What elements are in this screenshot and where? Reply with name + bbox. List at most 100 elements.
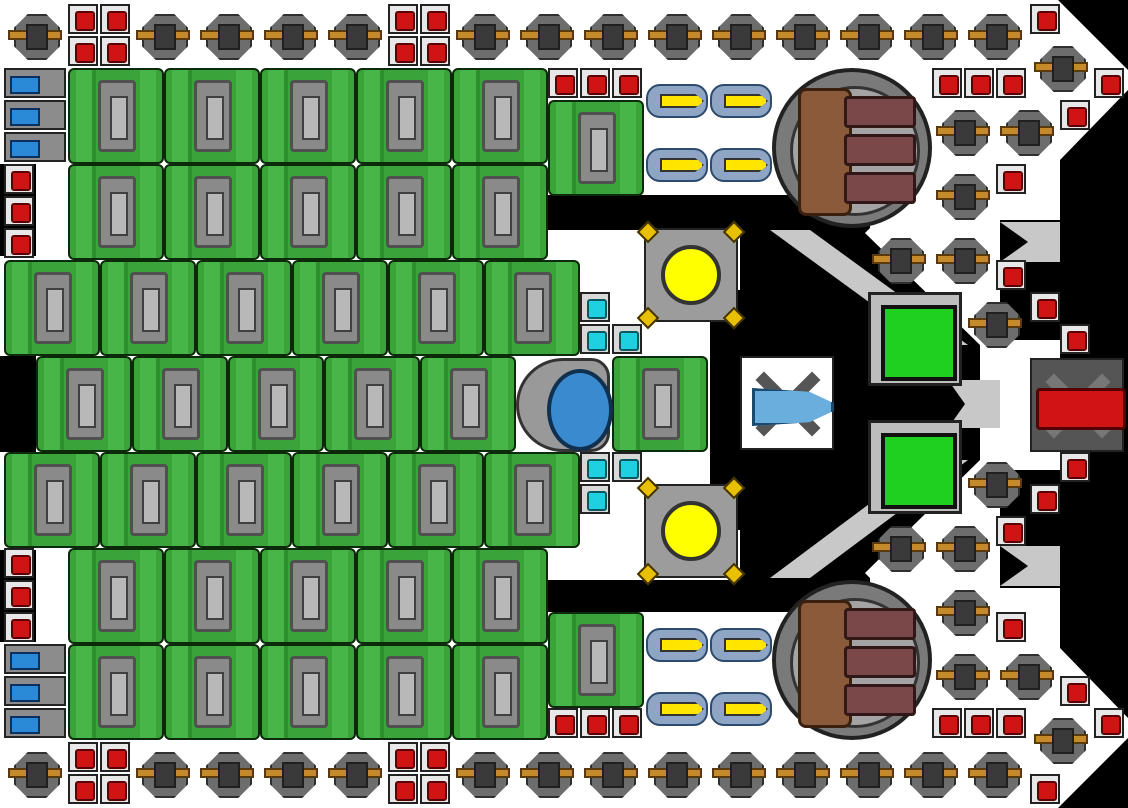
fuel-tank[interactable] [324, 356, 420, 452]
fuel-tank[interactable] [452, 164, 548, 260]
cyan-drill-engine[interactable] [740, 356, 834, 450]
red-armor-block[interactable] [68, 4, 98, 34]
gun-turret[interactable] [708, 742, 770, 804]
missile-pod[interactable] [708, 676, 772, 738]
red-armor-block[interactable] [580, 68, 610, 98]
fuel-tank[interactable] [356, 644, 452, 740]
red-armor-block[interactable] [100, 774, 130, 804]
gun-turret[interactable] [644, 742, 706, 804]
fuel-tank[interactable] [68, 164, 164, 260]
gun-turret[interactable] [452, 742, 514, 804]
blue-thruster-block[interactable] [4, 132, 66, 162]
fuel-tank[interactable] [164, 548, 260, 644]
missile-pod[interactable] [644, 132, 708, 194]
fuel-tank[interactable] [548, 612, 644, 708]
fuel-tank[interactable] [260, 68, 356, 164]
red-armor-block[interactable] [420, 774, 450, 804]
red-armor-block[interactable] [1094, 708, 1124, 738]
gun-turret[interactable] [932, 644, 994, 706]
red-armor-block[interactable] [4, 164, 34, 194]
gun-turret[interactable] [580, 742, 642, 804]
blue-thruster-block[interactable] [4, 68, 66, 98]
red-armor-block[interactable] [996, 708, 1026, 738]
gun-turret[interactable] [708, 4, 770, 66]
fuel-tank[interactable] [356, 68, 452, 164]
gun-turret[interactable] [1030, 708, 1092, 770]
gun-turret[interactable] [932, 228, 994, 290]
missile-pod[interactable] [708, 132, 772, 194]
red-armor-block[interactable] [580, 708, 610, 738]
red-armor-block[interactable] [420, 4, 450, 34]
blue-thruster-block[interactable] [4, 676, 66, 706]
fuel-tank[interactable] [452, 548, 548, 644]
gun-turret[interactable] [836, 4, 898, 66]
red-armor-block[interactable] [388, 4, 418, 34]
gun-turret[interactable] [772, 4, 834, 66]
missile-pod[interactable] [644, 612, 708, 674]
red-front-gun[interactable] [1030, 358, 1126, 452]
gun-turret[interactable] [196, 742, 258, 804]
fuel-tank[interactable] [164, 164, 260, 260]
red-armor-block[interactable] [1030, 4, 1060, 34]
red-armor-block[interactable] [68, 36, 98, 66]
red-armor-block[interactable] [68, 742, 98, 772]
fuel-tank[interactable] [68, 548, 164, 644]
fuel-tank[interactable] [388, 452, 484, 548]
gun-turret[interactable] [196, 4, 258, 66]
red-armor-block[interactable] [100, 4, 130, 34]
gun-turret[interactable] [964, 742, 1026, 804]
gun-turret[interactable] [132, 4, 194, 66]
gun-turret[interactable] [964, 4, 1026, 66]
red-armor-block[interactable] [996, 68, 1026, 98]
big-cannon-turret[interactable] [772, 580, 932, 740]
red-armor-block[interactable] [1030, 292, 1060, 322]
missile-pod[interactable] [644, 68, 708, 130]
gun-turret[interactable] [452, 4, 514, 66]
cyan-sensor-block[interactable] [580, 452, 610, 482]
big-cannon-turret[interactable] [772, 68, 932, 228]
red-armor-block[interactable] [4, 580, 34, 610]
red-armor-block[interactable] [612, 68, 642, 98]
red-armor-block[interactable] [388, 742, 418, 772]
gun-turret[interactable] [996, 100, 1058, 162]
red-armor-block[interactable] [996, 516, 1026, 546]
red-armor-block[interactable] [1030, 484, 1060, 514]
gun-turret[interactable] [132, 742, 194, 804]
gun-turret[interactable] [900, 742, 962, 804]
cyan-sensor-block[interactable] [580, 484, 610, 514]
blue-thruster-block[interactable] [4, 100, 66, 130]
gun-turret[interactable] [4, 4, 66, 66]
red-armor-block[interactable] [1030, 774, 1060, 804]
red-armor-block[interactable] [1060, 452, 1090, 482]
blue-thruster-block[interactable] [4, 708, 66, 738]
red-armor-block[interactable] [100, 36, 130, 66]
fuel-tank[interactable] [388, 260, 484, 356]
gun-turret[interactable] [772, 742, 834, 804]
cyan-sensor-block[interactable] [612, 452, 642, 482]
red-armor-block[interactable] [4, 228, 34, 258]
red-armor-block[interactable] [1060, 100, 1090, 130]
fuel-tank[interactable] [68, 644, 164, 740]
gun-turret[interactable] [324, 742, 386, 804]
gun-turret[interactable] [260, 4, 322, 66]
fuel-tank[interactable] [100, 260, 196, 356]
cyan-sensor-block[interactable] [612, 324, 642, 354]
red-armor-block[interactable] [932, 68, 962, 98]
fuel-tank[interactable] [100, 452, 196, 548]
fuel-tank[interactable] [356, 164, 452, 260]
gun-turret[interactable] [1030, 36, 1092, 98]
red-armor-block[interactable] [4, 196, 34, 226]
fuel-tank[interactable] [164, 644, 260, 740]
gun-turret[interactable] [868, 228, 930, 290]
fuel-tank[interactable] [292, 260, 388, 356]
gun-turret[interactable] [996, 644, 1058, 706]
red-armor-block[interactable] [100, 742, 130, 772]
red-armor-block[interactable] [996, 164, 1026, 194]
fuel-tank[interactable] [4, 260, 100, 356]
red-armor-block[interactable] [964, 68, 994, 98]
gun-turret[interactable] [932, 164, 994, 226]
gun-turret[interactable] [4, 742, 66, 804]
fuel-tank[interactable] [452, 644, 548, 740]
gun-turret[interactable] [516, 4, 578, 66]
fuel-tank[interactable] [260, 644, 356, 740]
